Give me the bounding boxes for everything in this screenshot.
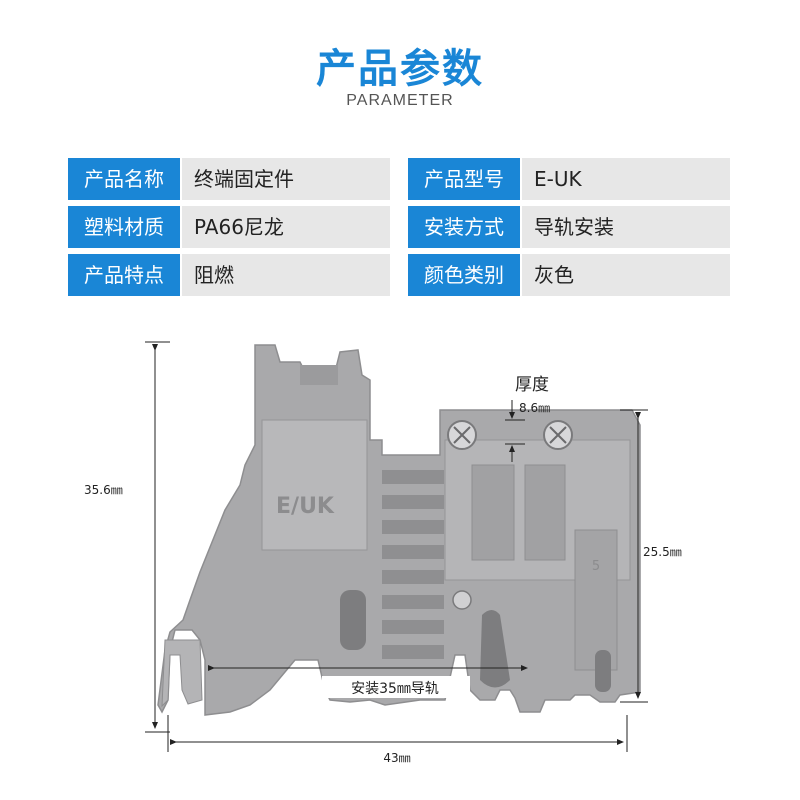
param-value: 阻燃 — [182, 254, 390, 296]
inner-height-dimension-label: 25.5㎜ — [643, 545, 682, 559]
dimension-lines — [145, 341, 648, 752]
end-bracket-part — [157, 344, 641, 716]
embossed-number: 5 — [592, 559, 600, 574]
thickness-value: 8.6㎜ — [519, 401, 550, 415]
param-label: 产品型号 — [408, 158, 520, 200]
rail-label-bg — [322, 676, 470, 698]
param-label: 产品名称 — [68, 158, 180, 200]
embossed-model-text: E/UK — [276, 494, 335, 519]
thickness-title: 厚度 — [515, 375, 549, 395]
param-label: 产品特点 — [68, 254, 180, 296]
param-value: PA66尼龙 — [182, 206, 390, 248]
param-value: 终端固定件 — [182, 158, 390, 200]
param-value: 灰色 — [522, 254, 730, 296]
height-dimension-label: 35.6㎜ — [84, 483, 123, 497]
width-dimension-label: 43㎜ — [383, 751, 410, 765]
param-value: 导轨安装 — [522, 206, 730, 248]
param-value: E-UK — [522, 158, 730, 200]
param-label: 颜色类别 — [408, 254, 520, 296]
param-label: 塑料材质 — [68, 206, 180, 248]
page-subtitle: PARAMETER — [346, 92, 454, 109]
param-label: 安装方式 — [408, 206, 520, 248]
page-title: 产品参数 — [316, 46, 484, 92]
rail-dimension-label: 安装35㎜导轨 — [351, 681, 439, 697]
